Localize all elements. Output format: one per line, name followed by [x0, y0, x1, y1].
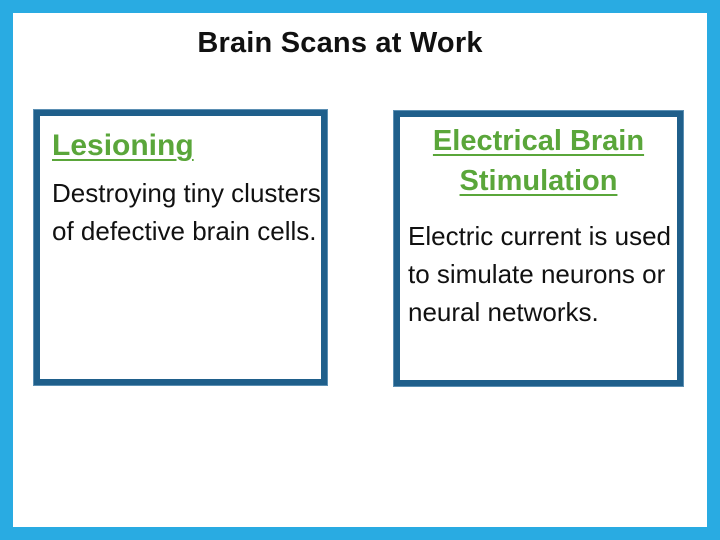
card-heading: Electrical Brain Stimulation	[400, 121, 677, 201]
card-body: Destroying tiny clusters of defective br…	[52, 178, 321, 246]
card-body: Electric current is used to simulate neu…	[408, 221, 671, 327]
card-heading-line-2: Stimulation	[459, 165, 618, 197]
card-heading-line-1: Electrical Brain	[432, 125, 645, 157]
card-heading: Lesioning	[52, 129, 194, 162]
slide-title: Brain Scans at Work	[197, 27, 483, 59]
electrical-stimulation-card: Electrical Brain Stimulation Electric cu…	[393, 110, 684, 387]
lesioning-card: Lesioning Destroying tiny clusters of de…	[33, 109, 328, 386]
